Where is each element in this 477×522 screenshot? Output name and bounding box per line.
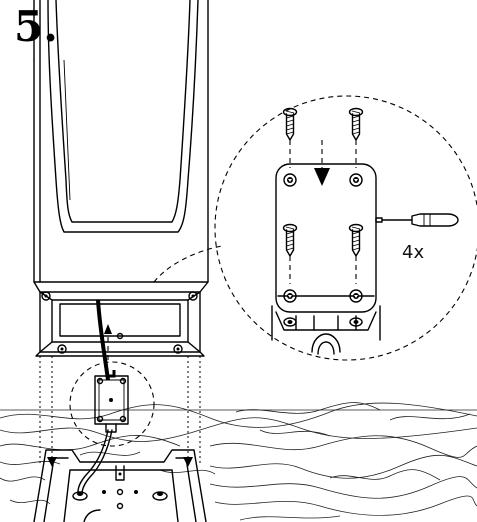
- junction-box-callout: [69, 361, 155, 447]
- bollard-body: [33, 0, 209, 283]
- power-cable: [77, 299, 113, 495]
- screw-icon: [282, 107, 298, 141]
- arrow-up-icon: [104, 324, 112, 360]
- alignment-guides: [39, 356, 201, 467]
- step-number: 5.: [14, 2, 58, 51]
- screw-count-label: 4x: [402, 242, 425, 263]
- screwdriver-icon: [375, 213, 459, 227]
- ground-mount: [33, 449, 207, 522]
- callout-leader: [153, 245, 223, 283]
- bollard-base: [33, 281, 209, 357]
- screw-icon: [282, 223, 298, 257]
- arrow-down-icon: [314, 168, 330, 186]
- mount-plate-detail: [214, 95, 477, 361]
- screw-icon: [348, 107, 364, 141]
- floor-texture: [0, 402, 477, 521]
- screw-icon: [348, 223, 364, 257]
